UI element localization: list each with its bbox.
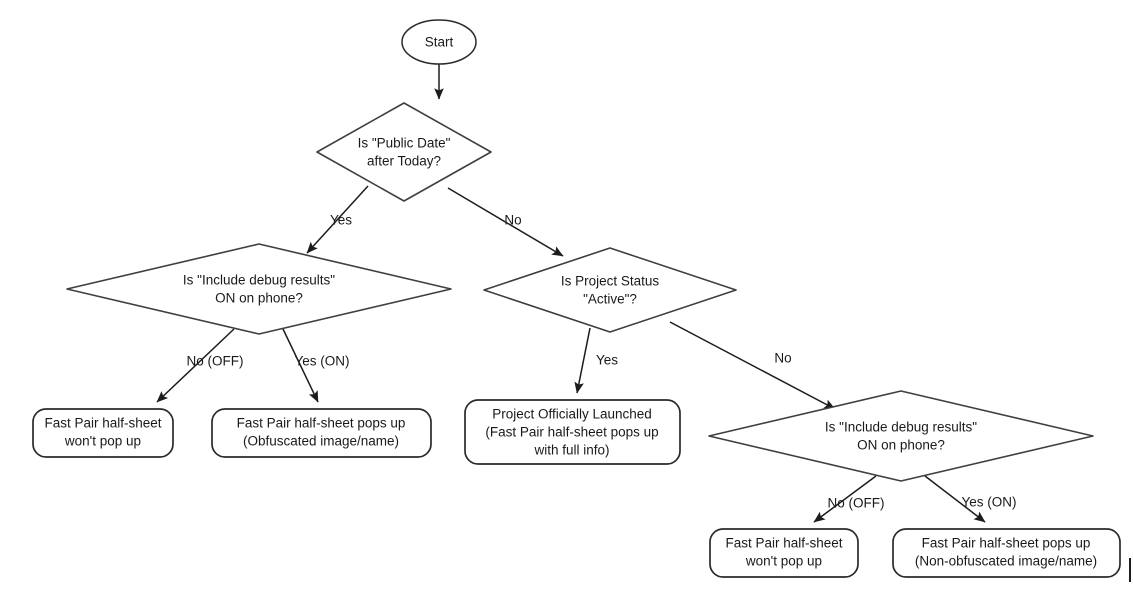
node-terminal-left-on[interactable]: Fast Pair half-sheet pops up (Obfuscated… — [211, 408, 432, 458]
edge-project-status-no — [669, 321, 836, 410]
node-terminal-left-off[interactable]: Fast Pair half-sheet won't pop up — [32, 408, 174, 458]
decision-public-date-shape — [316, 102, 492, 202]
edge-debug-right-yes-on — [924, 475, 986, 523]
edge-public-date-no — [447, 187, 564, 257]
node-decision-debug-left[interactable]: Is "Include debug results" ON on phone? — [66, 243, 452, 335]
terminal-left-on-shape — [211, 408, 432, 458]
edge-label-public-date-no: No — [504, 213, 521, 228]
start-label: Start — [425, 35, 454, 50]
edge-label-project-status-yes: Yes — [596, 353, 618, 368]
decision-public-date-line1: Is "Public Date" — [358, 136, 451, 151]
terminal-right-off-line2: won't pop up — [745, 554, 822, 569]
terminal-left-off-shape — [32, 408, 174, 458]
terminal-left-off-line1: Fast Pair half-sheet — [44, 416, 161, 431]
terminal-right-off-line1: Fast Pair half-sheet — [725, 536, 842, 551]
terminal-left-on-line1: Fast Pair half-sheet pops up — [237, 416, 406, 431]
decision-debug-right-line2: ON on phone? — [857, 438, 945, 453]
terminal-launched-line2: (Fast Pair half-sheet pops up — [485, 425, 658, 440]
decision-debug-left-shape — [66, 243, 452, 335]
start-ellipse-shape — [401, 19, 477, 65]
edge-debug-left-yes-on — [282, 328, 319, 403]
edge-project-status-yes — [574, 327, 591, 394]
edge-debug-left-no-off — [156, 328, 235, 403]
edge-label-debug-left-no: No (OFF) — [187, 354, 244, 369]
edge-label-debug-right-no: No (OFF) — [828, 496, 885, 511]
terminal-right-on-line1: Fast Pair half-sheet pops up — [922, 536, 1091, 551]
decision-project-status-line2: "Active"? — [583, 292, 637, 307]
edge-label-public-date-yes: Yes — [330, 213, 352, 228]
node-start[interactable]: Start — [401, 19, 477, 65]
edge-label-project-status-no: No — [774, 351, 791, 366]
terminal-right-on-shape — [892, 528, 1121, 578]
decision-public-date-line2: after Today? — [367, 154, 441, 169]
terminal-right-on-line2: (Non-obfuscated image/name) — [915, 554, 1097, 569]
terminal-launched-line1: Project Officially Launched — [492, 407, 652, 422]
edge-label-debug-right-yes: Yes (ON) — [961, 495, 1016, 510]
edge-label-group: Yes No No (OFF) Yes (ON) Yes No No (OFF)… — [187, 213, 1017, 511]
edge-public-date-yes — [306, 185, 369, 254]
node-terminal-right-off[interactable]: Fast Pair half-sheet won't pop up — [709, 528, 859, 578]
decision-project-status-shape — [483, 247, 737, 333]
terminal-left-on-line2: (Obfuscated image/name) — [243, 434, 399, 449]
terminal-launched-shape — [464, 399, 681, 465]
decision-project-status-line1: Is Project Status — [561, 274, 660, 289]
edge-debug-right-no-off — [813, 475, 877, 523]
node-decision-debug-right[interactable]: Is "Include debug results" ON on phone? — [708, 390, 1094, 482]
node-terminal-right-on[interactable]: Fast Pair half-sheet pops up (Non-obfusc… — [892, 528, 1121, 578]
edge-label-debug-left-yes: Yes (ON) — [294, 354, 349, 369]
terminal-left-off-line2: won't pop up — [64, 434, 141, 449]
decision-debug-left-line1: Is "Include debug results" — [183, 273, 335, 288]
decision-debug-right-line1: Is "Include debug results" — [825, 420, 977, 435]
decision-debug-left-line2: ON on phone? — [215, 291, 303, 306]
node-terminal-launched[interactable]: Project Officially Launched (Fast Pair h… — [464, 399, 681, 465]
node-decision-project-status[interactable]: Is Project Status "Active"? — [483, 247, 737, 333]
terminal-launched-line3: with full info) — [533, 443, 609, 458]
decision-debug-right-shape — [708, 390, 1094, 482]
terminal-right-off-shape — [709, 528, 859, 578]
edge-group — [156, 64, 1131, 582]
node-decision-public-date[interactable]: Is "Public Date" after Today? — [316, 102, 492, 202]
